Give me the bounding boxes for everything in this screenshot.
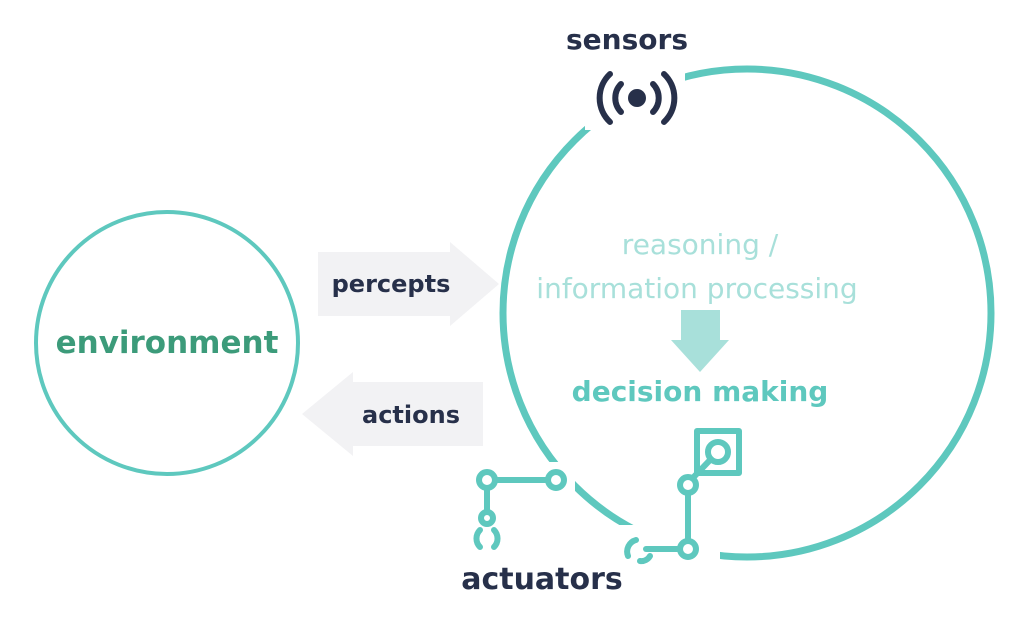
actuators-label: actuators [461,562,623,597]
percepts-label: percepts [332,270,451,298]
environment-label: environment [56,325,279,361]
actions-label: actions [362,401,460,429]
reasoning-label-line1: reasoning / [622,228,779,261]
percepts-arrow: percepts [318,242,499,326]
decision-making-label: decision making [572,375,829,408]
actions-arrow: actions [302,372,483,456]
arrow-down-icon [671,310,729,372]
robotic-arm-icon [473,469,567,550]
robotic-arm-icon [624,428,742,565]
agent-circle [499,65,995,561]
reasoning-label-line2: information processing [536,272,857,305]
sensor-signal-icon [596,71,678,125]
environment-circle [34,210,300,476]
sensors-label: sensors [566,23,688,56]
